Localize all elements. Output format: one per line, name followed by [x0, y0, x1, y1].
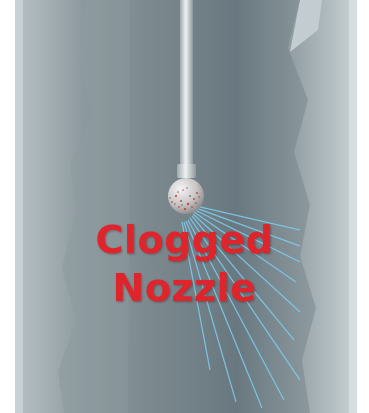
rod-collar [177, 164, 196, 178]
pipe-icon [180, 0, 193, 168]
clogged-nozzle-label-line1: Clogged [0, 218, 369, 262]
nozzle-head-icon [168, 178, 204, 214]
pipe-right-edge [349, 0, 357, 413]
pipe-left-edge [15, 0, 23, 413]
clogged-nozzle-label-line2: Nozzle [0, 266, 369, 310]
